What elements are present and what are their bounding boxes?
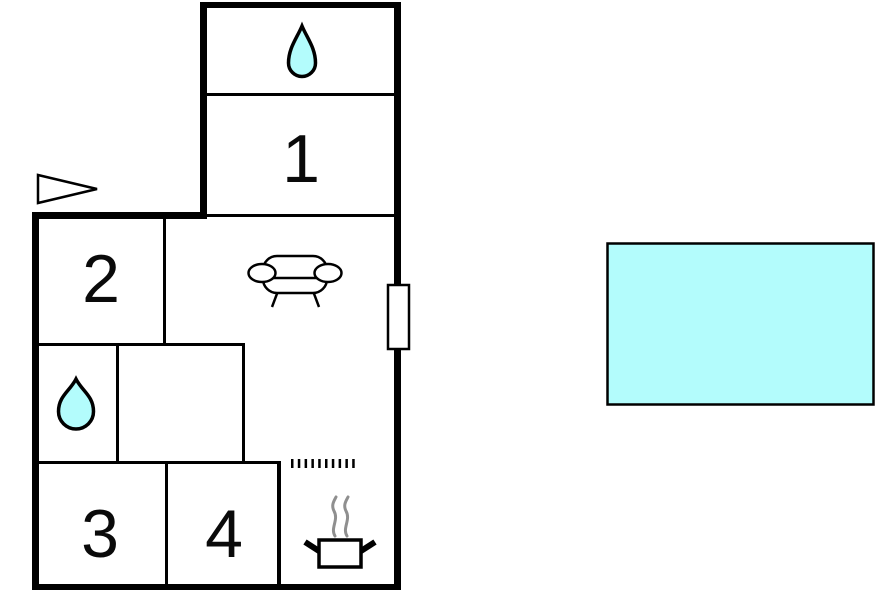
- wall-segment: [242, 346, 245, 462]
- sofa-icon: [247, 254, 343, 308]
- wall-segment: [205, 93, 394, 96]
- window-icon: [386, 283, 411, 351]
- wall-segment: [32, 212, 207, 219]
- room-label-2: 2: [82, 241, 120, 317]
- steam-lines: [331, 495, 350, 538]
- wall-segment: [277, 464, 281, 584]
- steaming-pot-icon: [303, 495, 377, 569]
- room-label-3: 3: [81, 496, 119, 572]
- wall-segment: [39, 343, 245, 346]
- wall-segment: [200, 2, 207, 216]
- wall-segment: [39, 461, 281, 464]
- inner-walls: [39, 93, 394, 584]
- wall-segment: [32, 584, 401, 590]
- wall-segment: [200, 2, 401, 8]
- room-label-1: 1: [282, 121, 320, 197]
- wall-segment: [165, 464, 168, 584]
- water-drop-icon-top: [286, 21, 318, 79]
- room-label-4: 4: [205, 496, 243, 572]
- wall-segment: [32, 212, 39, 590]
- water-drop-icon-middle: [56, 375, 96, 431]
- entrance-arrow-icon: [36, 173, 98, 205]
- wall-segment: [205, 214, 394, 217]
- wall-segment: [163, 217, 166, 345]
- swimming-pool: [606, 242, 875, 406]
- wall-segment: [116, 346, 119, 462]
